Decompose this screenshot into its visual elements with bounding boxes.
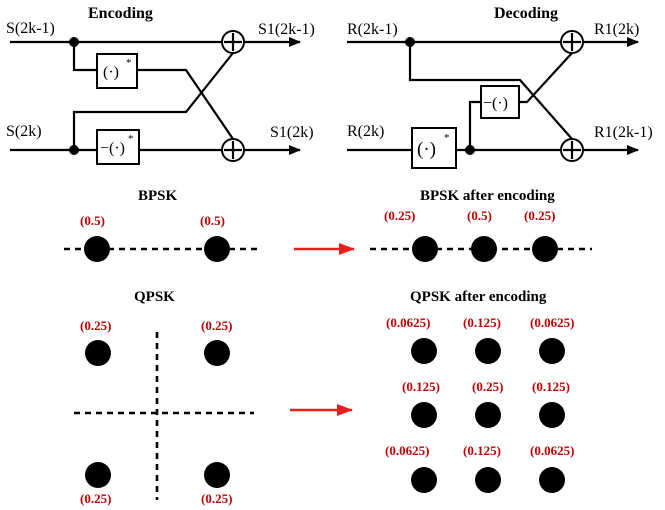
qpsk-point-bottom-right — [204, 462, 230, 488]
bpsk-after-prob-2: (0.5) — [467, 208, 492, 223]
qpsk-point-top-left — [85, 340, 111, 366]
encoder-input-bottom-label: S(2k) — [6, 123, 42, 140]
decoder-output-top-label: R1(2k) — [594, 21, 639, 38]
qpsk-after-point-r1c2 — [475, 338, 501, 364]
qpsk-after-point-r3c2 — [475, 467, 501, 493]
qpsk-after-prob-r1c1: (0.0625) — [386, 315, 430, 330]
decoder-input-bottom-label: R(2k) — [347, 123, 384, 140]
qpsk-constellation: QPSK (0.25) (0.25) (0.25) (0.25) — [74, 289, 254, 506]
encoder-cross-to-top — [72, 52, 234, 150]
decoder-block: Decoding R(2k-1) R(2k) R1(2k) R1(2k-1) (… — [347, 5, 653, 169]
bpsk-after-prob-3: (0.25) — [524, 208, 555, 223]
qpsk-after-point-r3c3 — [539, 467, 565, 493]
encoder-negconj-box — [96, 129, 140, 165]
encoder-output-top-label: S1(2k-1) — [258, 21, 315, 38]
qpsk-after-prob-r2c1: (0.125) — [402, 379, 440, 394]
bpsk-title: BPSK — [138, 188, 178, 204]
qpsk-after-point-r3c1 — [411, 467, 437, 493]
qpsk-after-prob-r3c3: (0.0625) — [530, 443, 574, 458]
svg-text:*: * — [444, 132, 450, 144]
qpsk-after-point-r2c1 — [411, 402, 437, 428]
qpsk-prob-bottom-right: (0.25) — [201, 491, 232, 506]
decoder-conj-box — [411, 127, 457, 169]
bpsk-after-prob-1: (0.25) — [384, 208, 415, 223]
decoder-input-top-label: R(2k-1) — [347, 21, 398, 38]
svg-text:(·): (·) — [417, 139, 436, 160]
qpsk-after-point-r2c2 — [475, 402, 501, 428]
bpsk-after-point-1 — [412, 236, 438, 262]
qpsk-after-prob-r1c2: (0.125) — [463, 315, 501, 330]
decoder-neg-box — [480, 85, 520, 119]
svg-text:*: * — [126, 57, 132, 69]
svg-text:−(·): −(·) — [483, 95, 508, 112]
qpsk-prob-bottom-left: (0.25) — [80, 491, 111, 506]
svg-text:(·): (·) — [103, 64, 119, 81]
decoder-output-bottom-label: R1(2k-1) — [594, 124, 653, 141]
qpsk-after-point-r2c3 — [539, 402, 565, 428]
encoder-output-bottom-label: S1(2k) — [270, 124, 314, 141]
qpsk-after-prob-r1c3: (0.0625) — [530, 315, 574, 330]
bpsk-point-left — [84, 236, 110, 262]
svg-text:*: * — [128, 133, 134, 145]
qpsk-after-prob-r3c1: (0.0625) — [385, 443, 429, 458]
bpsk-after-constellation: BPSK after encoding (0.25) (0.5) (0.25) — [370, 188, 592, 262]
encoder-input-top-label: S(2k-1) — [6, 20, 55, 37]
svg-text:−(·): −(·) — [100, 140, 125, 157]
qpsk-after-prob-r2c2: (0.25) — [472, 379, 503, 394]
decoder-title: Decoding — [494, 5, 558, 22]
decoder-cross-to-top — [519, 52, 573, 104]
qpsk-after-prob-r3c2: (0.125) — [463, 443, 501, 458]
bpsk-after-point-3 — [532, 236, 558, 262]
bpsk-constellation: BPSK (0.5) (0.5) — [64, 188, 258, 262]
qpsk-point-bottom-left — [85, 462, 111, 488]
bpsk-point-right — [204, 236, 230, 262]
bpsk-after-title: BPSK after encoding — [420, 188, 555, 204]
qpsk-title: QPSK — [134, 289, 175, 305]
encoder-block: Encoding S(2k-1) S(2k) S1(2k-1) S1(2k) (… — [6, 5, 315, 165]
bpsk-after-point-2 — [471, 236, 497, 262]
decoder-cross-to-bottom — [408, 42, 573, 140]
bpsk-prob-right: (0.5) — [200, 213, 225, 228]
qpsk-after-point-r1c3 — [539, 338, 565, 364]
qpsk-after-prob-r2c3: (0.125) — [532, 379, 570, 394]
encoder-title: Encoding — [88, 5, 153, 22]
qpsk-prob-top-left: (0.25) — [80, 318, 111, 333]
encoder-cross-to-bottom — [137, 68, 234, 140]
qpsk-prob-top-right: (0.25) — [201, 318, 232, 333]
qpsk-after-point-r1c1 — [411, 338, 437, 364]
encoder-conj-box — [96, 53, 138, 89]
qpsk-after-constellation: QPSK after encoding (0.0625) (0.125) (0.… — [385, 289, 574, 493]
qpsk-point-top-right — [204, 340, 230, 366]
qpsk-after-title: QPSK after encoding — [410, 289, 547, 305]
bpsk-prob-left: (0.5) — [80, 213, 105, 228]
